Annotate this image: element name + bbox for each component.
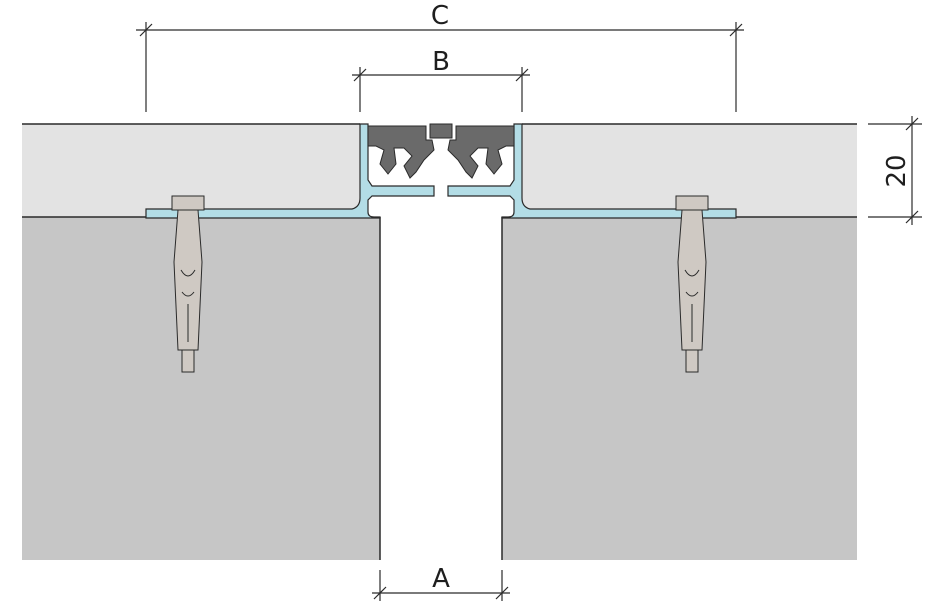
- anchor-bolt-right: [675, 195, 709, 373]
- dimension-height-label: 20: [882, 154, 912, 187]
- dimension-height: [868, 116, 922, 225]
- dimension-a-label: A: [432, 564, 450, 594]
- dimension-b-label: B: [432, 47, 450, 77]
- rubber-insert-right: [447, 125, 515, 179]
- rubber-insert-center-key: [429, 123, 453, 139]
- aluminium-profile-left: [145, 123, 435, 219]
- rubber-insert-left: [367, 125, 435, 179]
- aluminium-profile-right: [447, 123, 737, 219]
- dimension-a: [372, 570, 510, 601]
- dimension-c: [136, 22, 744, 112]
- dimension-c-label: C: [431, 1, 449, 31]
- anchor-bolt-left: [171, 195, 205, 373]
- dimension-b: [352, 67, 530, 112]
